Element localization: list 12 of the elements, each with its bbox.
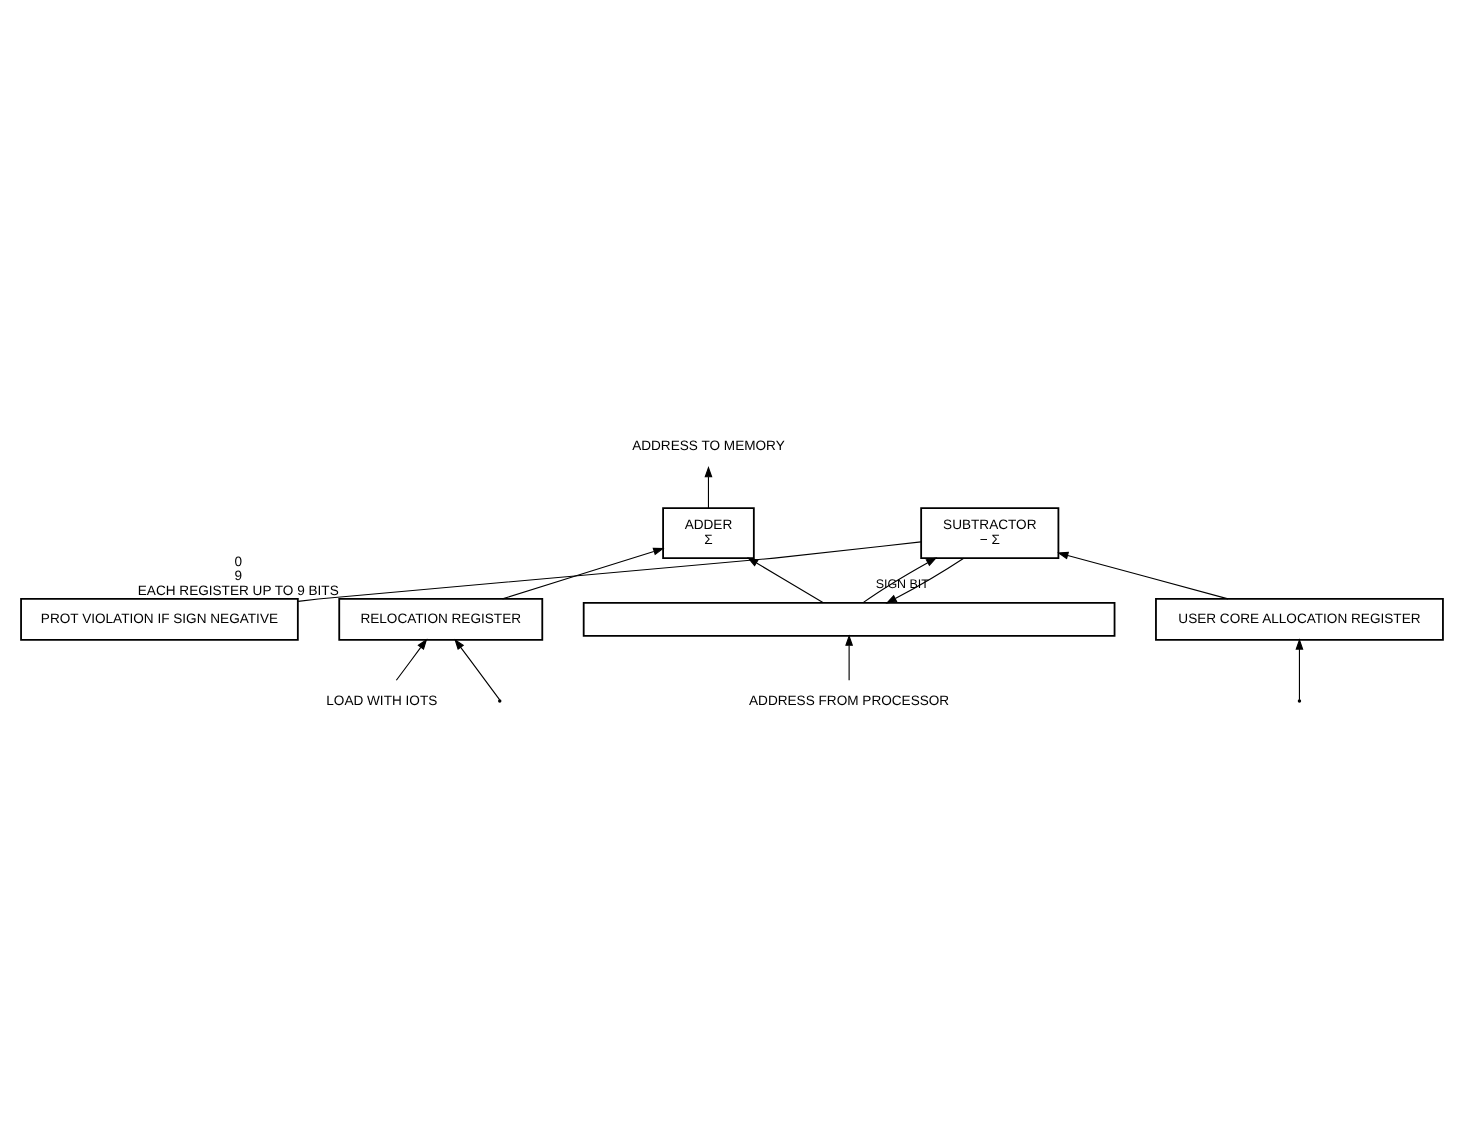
arrow [1057,550,1229,599]
arrow [501,546,665,599]
arrow [1295,637,1304,700]
arrow [845,633,854,680]
arrow [454,637,501,700]
arrow [747,556,824,603]
arrow [885,556,965,603]
connector [297,540,922,601]
arrow [395,637,428,680]
node-bar [582,601,1116,636]
arrow [862,556,938,603]
arrow [704,465,713,508]
